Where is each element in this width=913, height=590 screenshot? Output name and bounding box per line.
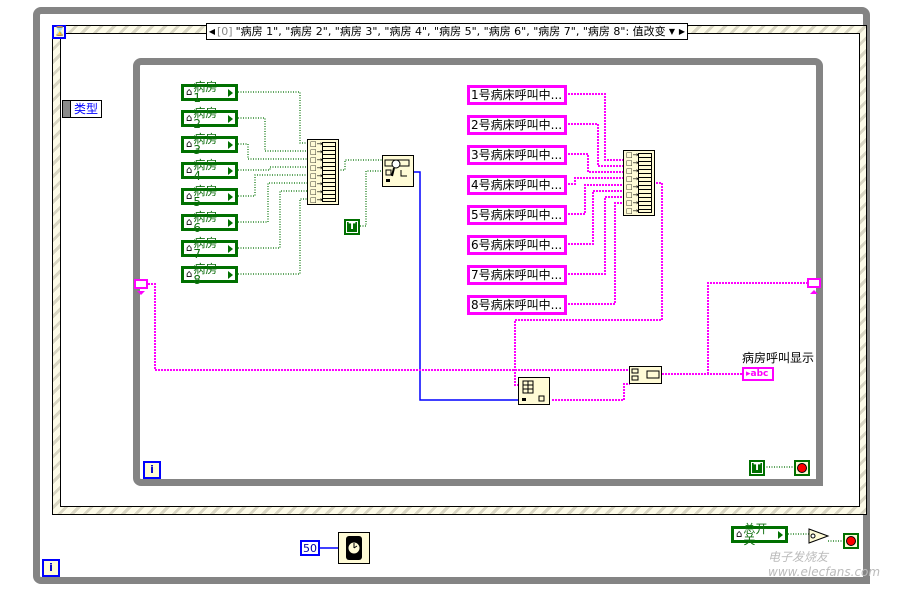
- terminal-bar: [63, 101, 71, 117]
- home-icon: ⌂: [186, 269, 193, 280]
- not-gate-icon[interactable]: [808, 528, 830, 544]
- concatenate-strings-node[interactable]: [629, 366, 662, 384]
- indicator-label: 病房呼叫显示: [742, 351, 815, 365]
- array-output-icon: [322, 142, 336, 202]
- stop-icon: [797, 463, 807, 473]
- home-icon: ⌂: [186, 113, 193, 124]
- inner-true-constant[interactable]: T: [749, 460, 765, 476]
- output-terminal-icon: [228, 140, 233, 149]
- type-label: 类型: [74, 102, 99, 116]
- output-terminal-icon: [228, 114, 233, 123]
- index-array-icon: [522, 380, 545, 402]
- output-terminal-icon: [228, 270, 233, 279]
- event-case-selector[interactable]: ◀ [0] "病房 1", "病房 2", "病房 3", "病房 4", "病…: [206, 23, 688, 40]
- output-terminal-icon: [228, 218, 233, 227]
- home-icon: ⌂: [186, 87, 193, 98]
- string-constant-2[interactable]: 2号病床呼叫中...: [467, 115, 567, 135]
- output-terminal-icon: [228, 88, 233, 97]
- room-8-label: 病房 8: [193, 261, 218, 287]
- increment-arrow-icon[interactable]: ▶: [678, 27, 686, 36]
- build-array-boolean[interactable]: □→□→□→□→ □→□→□→□→: [307, 139, 339, 205]
- string-constant-4[interactable]: 4号病床呼叫中...: [467, 175, 567, 195]
- wait-ms-constant[interactable]: 50: [300, 540, 320, 556]
- case-label: "病房 1", "病房 2", "病房 3", "病房 4", "病房 5", …: [235, 25, 666, 38]
- master-switch-label: 总开关: [743, 521, 768, 547]
- room-4-label: 病房 4: [193, 157, 218, 183]
- concatenate-icon: [631, 368, 660, 381]
- true-constant[interactable]: T: [344, 219, 360, 235]
- ward-call-display-indicator[interactable]: ▸abc: [742, 367, 774, 381]
- home-icon: ⌂: [186, 139, 193, 150]
- room-7-control[interactable]: ⌂病房 7: [181, 235, 238, 261]
- inner-stop-terminal[interactable]: [794, 460, 810, 476]
- master-switch-control[interactable]: ⌂总开关: [731, 521, 788, 547]
- array-output-icon: [638, 153, 652, 213]
- inner-iteration-terminal: i: [143, 461, 161, 479]
- output-terminal-icon: [778, 530, 783, 539]
- home-icon: ⌂: [186, 165, 193, 176]
- outer-iteration-terminal: i: [42, 559, 60, 577]
- shift-register-right[interactable]: [807, 278, 821, 294]
- search-array-icon: [384, 159, 410, 182]
- output-terminal-icon: [228, 192, 233, 201]
- room-1-label: 病房 1: [193, 79, 218, 105]
- hourglass-icon: ⌛: [52, 25, 66, 39]
- string-constant-5[interactable]: 5号病床呼叫中...: [467, 205, 567, 225]
- room-1-control[interactable]: ⌂病房 1: [181, 79, 238, 105]
- dropdown-arrow-icon[interactable]: ▼: [668, 27, 676, 36]
- room-5-control[interactable]: ⌂病房 5: [181, 183, 238, 209]
- home-icon: ⌂: [186, 191, 193, 202]
- string-constant-8[interactable]: 8号病床呼叫中...: [467, 295, 567, 315]
- build-array-string[interactable]: □→□→□→□→ □→□→□→□→: [623, 150, 655, 216]
- decrement-arrow-icon[interactable]: ◀: [208, 27, 216, 36]
- event-type-terminal[interactable]: 类型: [62, 100, 103, 118]
- room-8-control[interactable]: ⌂病房 8: [181, 261, 238, 287]
- room-3-control[interactable]: ⌂病房 3: [181, 131, 238, 157]
- room-5-label: 病房 5: [193, 183, 218, 209]
- index-array-node[interactable]: [518, 377, 550, 405]
- watch-icon: [346, 536, 362, 560]
- output-terminal-icon: [228, 166, 233, 175]
- room-6-control[interactable]: ⌂病房 6: [181, 209, 238, 235]
- inner-while-loop: [133, 58, 823, 486]
- outer-stop-terminal[interactable]: [843, 533, 859, 549]
- home-icon: ⌂: [186, 217, 193, 228]
- string-constant-3[interactable]: 3号病床呼叫中...: [467, 145, 567, 165]
- room-6-label: 病房 6: [193, 209, 218, 235]
- room-3-label: 病房 3: [193, 131, 218, 157]
- string-constant-6[interactable]: 6号病床呼叫中...: [467, 235, 567, 255]
- case-index: [0]: [217, 25, 233, 38]
- stop-icon: [846, 536, 856, 546]
- room-2-control[interactable]: ⌂病房 2: [181, 105, 238, 131]
- room-4-control[interactable]: ⌂病房 4: [181, 157, 238, 183]
- shift-register-left[interactable]: [134, 279, 148, 295]
- watermark: 电子发烧友 www.elecfans.com: [768, 550, 881, 579]
- search-1d-array-node[interactable]: [382, 155, 414, 187]
- room-2-label: 病房 2: [193, 105, 218, 131]
- home-icon: ⌂: [186, 243, 193, 254]
- string-constant-1[interactable]: 1号病床呼叫中...: [467, 85, 567, 105]
- wait-ms-node[interactable]: [338, 532, 370, 564]
- output-terminal-icon: [228, 244, 233, 253]
- home-icon: ⌂: [736, 529, 743, 540]
- room-7-label: 病房 7: [193, 235, 218, 261]
- string-constant-7[interactable]: 7号病床呼叫中...: [467, 265, 567, 285]
